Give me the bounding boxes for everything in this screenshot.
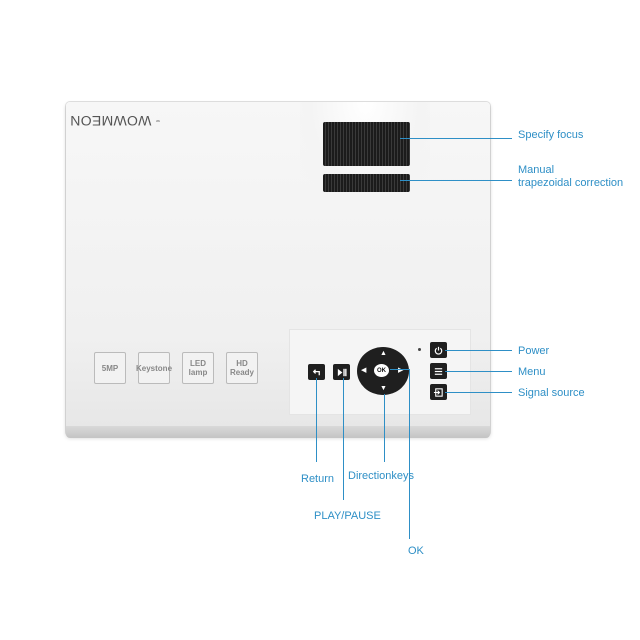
left-arrow-icon[interactable]: ◀ xyxy=(361,367,367,374)
power-button[interactable] xyxy=(430,342,447,358)
keystone-wheel[interactable] xyxy=(323,174,410,192)
brand-mark-icon xyxy=(156,119,160,123)
source-callout-line xyxy=(445,392,512,393)
menu-callout-line xyxy=(445,371,512,372)
up-arrow-icon[interactable]: ▲ xyxy=(380,350,387,357)
badge-5mp: 5MP xyxy=(94,352,126,384)
badge-hd-ready: HD Ready xyxy=(226,352,258,384)
callout-return: Return xyxy=(301,473,335,485)
feature-badges: 5MP Keystone LED lamp HD Ready xyxy=(94,352,258,384)
callout-ok: OK xyxy=(408,545,424,557)
keystone-callout-line xyxy=(400,180,512,181)
ok-callout-line-h xyxy=(390,369,410,370)
brand-name: WOWMEON xyxy=(70,113,152,129)
right-arrow-icon[interactable]: ▶ xyxy=(398,367,404,374)
brand-logo: WOWMEON xyxy=(70,113,160,129)
badge-led-lamp: LED lamp xyxy=(182,352,214,384)
direction-callout-line xyxy=(384,394,385,462)
play-pause-icon xyxy=(337,368,347,376)
callout-signal-source: Signal source xyxy=(518,387,585,399)
focus-callout-line xyxy=(400,138,512,139)
return-icon xyxy=(312,368,320,375)
status-led xyxy=(418,348,421,351)
callout-menu: Menu xyxy=(518,366,546,378)
signal-source-icon xyxy=(433,387,443,397)
direction-pad[interactable]: ▲ ▼ ◀ ▶ OK xyxy=(357,347,409,395)
play-pause-button[interactable] xyxy=(333,364,350,380)
badge-keystone: Keystone xyxy=(136,352,172,384)
callout-specify-focus: Specify focus xyxy=(518,129,584,141)
ok-button[interactable]: OK xyxy=(374,364,389,377)
menu-button[interactable] xyxy=(430,363,447,379)
down-arrow-icon[interactable]: ▼ xyxy=(380,385,387,392)
callout-manual: Manual xyxy=(518,164,555,176)
power-icon xyxy=(434,346,443,355)
return-button[interactable] xyxy=(308,364,325,380)
callout-play-pause: PLAY/PAUSE xyxy=(314,510,381,522)
projector-base-edge xyxy=(66,426,490,438)
playpause-callout-line xyxy=(343,378,344,500)
callout-power: Power xyxy=(518,345,550,357)
focus-wheel[interactable] xyxy=(323,122,410,166)
power-callout-line xyxy=(445,350,512,351)
return-callout-line xyxy=(316,378,317,462)
menu-icon xyxy=(434,367,443,375)
ok-callout-line-v xyxy=(409,369,410,539)
callout-directionkeys: Directionkeys xyxy=(348,470,415,482)
source-button[interactable] xyxy=(430,384,447,400)
callout-trapezoidal-correction: trapezoidal correction xyxy=(518,177,624,189)
